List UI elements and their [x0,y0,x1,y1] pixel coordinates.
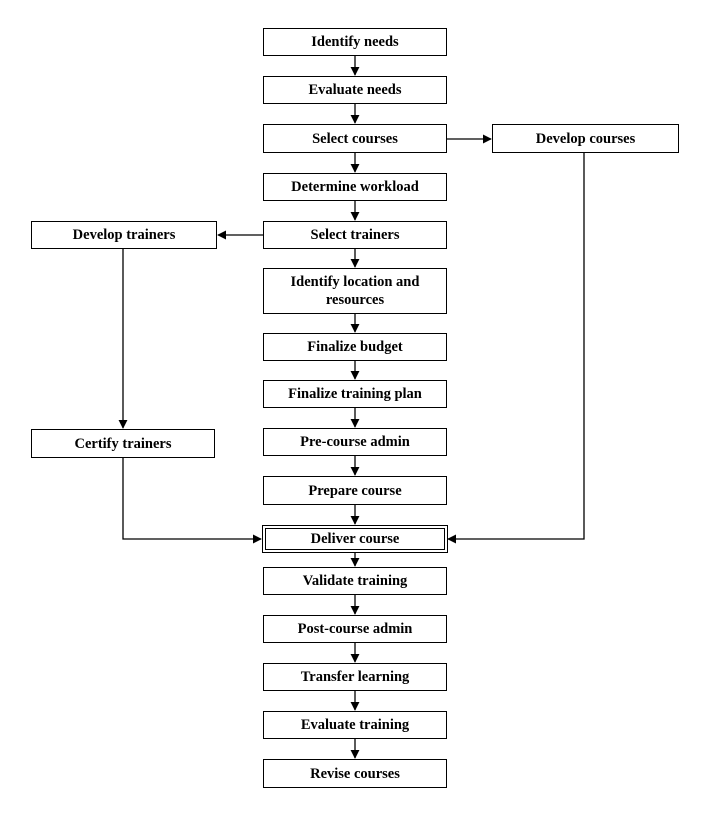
select-trainers-label: Select trainers [310,227,400,243]
identify-location-label-line2: resources [325,292,385,308]
determine-workload-box: Determine workload [263,173,447,201]
identify-needs-box: Identify needs [263,28,447,56]
post-course-admin-box: Post-course admin [263,615,447,643]
select-trainers-box: Select trainers [263,221,447,249]
deliver-course-box: Deliver course [262,525,448,553]
finalize-training-plan-box: Finalize training plan [263,380,447,408]
select-courses-box: Select courses [263,124,447,153]
identify-location-label-line1: Identify location and [290,274,420,290]
pre-course-admin-label: Pre-course admin [300,434,410,450]
post-course-admin-label: Post-course admin [297,621,413,637]
certify-trainers-label: Certify trainers [74,435,172,452]
finalize-training-plan-label: Finalize training plan [288,386,422,402]
develop-trainers-label: Develop trainers [72,227,176,243]
arrow-certify-to-deliver [122,458,262,544]
pre-course-admin-box: Pre-course admin [263,428,447,456]
validate-training-box: Validate training [263,567,447,595]
identify-needs-label: Identify needs [311,34,399,50]
deliver-course-label: Deliver course [310,531,400,547]
revise-courses-label: Revise courses [310,765,400,782]
evaluate-training-box: Evaluate training [263,711,447,739]
transfer-learning-box: Transfer learning [263,663,447,691]
transfer-learning-label: Transfer learning [300,669,410,685]
develop-trainers-box: Develop trainers [31,221,217,249]
finalize-budget-label: Finalize budget [307,339,403,355]
select-courses-label: Select courses [312,130,398,147]
revise-courses-box: Revise courses [263,759,447,788]
prepare-course-box: Prepare course [263,476,447,505]
evaluate-training-label: Evaluate training [300,717,410,733]
arrow-develop-courses-to-deliver [447,153,585,544]
prepare-course-label: Prepare course [308,482,402,499]
validate-training-label: Validate training [302,573,408,589]
determine-workload-label: Determine workload [291,179,419,195]
identify-location-box: Identify location and resources [263,268,447,314]
evaluate-needs-box: Evaluate needs [263,76,447,104]
develop-courses-box: Develop courses [492,124,679,153]
develop-courses-label: Develop courses [535,130,636,147]
evaluate-needs-label: Evaluate needs [308,82,402,98]
certify-trainers-box: Certify trainers [31,429,215,458]
finalize-budget-box: Finalize budget [263,333,447,361]
